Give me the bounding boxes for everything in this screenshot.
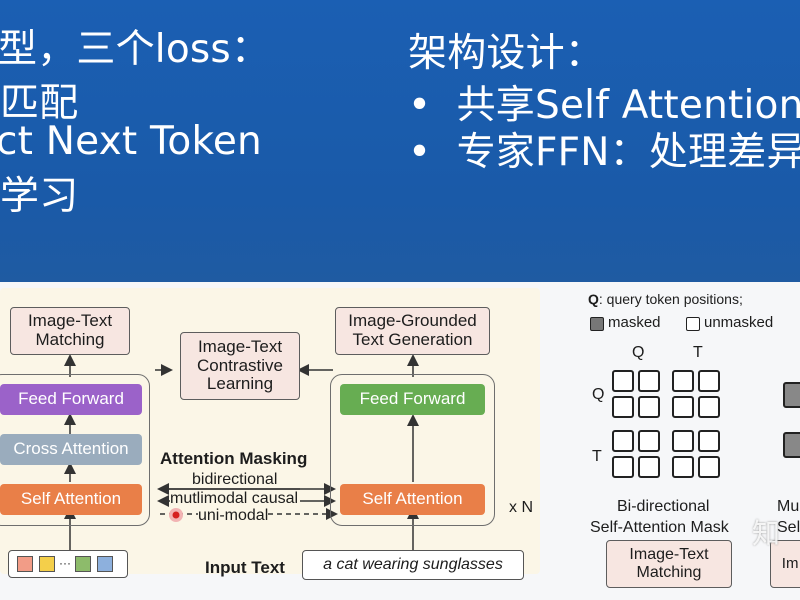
mask-cell	[638, 396, 660, 418]
mask-cell	[638, 430, 660, 452]
itc-label: Image-Text Contrastive Learning	[197, 336, 283, 394]
feed-forward-right: Feed Forward	[340, 384, 485, 415]
legend-title: Q: query token positions;	[588, 291, 743, 307]
self-attention-right-label: Self Attention	[362, 489, 463, 509]
masked-swatch-icon	[590, 317, 604, 331]
legend-masked: masked	[608, 314, 661, 331]
feed-forward-left: Feed Forward	[0, 384, 142, 415]
mask-cell	[698, 370, 720, 392]
image-grounded-decoder-frame	[330, 374, 495, 526]
itc-box: Image-Text Contrastive Learning	[180, 332, 300, 400]
token-1	[17, 556, 33, 572]
masking-causal: mutlimodal causal	[170, 490, 299, 508]
mask-cell	[612, 456, 634, 478]
itm-label: Image-Text Matching	[27, 311, 113, 349]
mask-cell	[612, 370, 634, 392]
right-heading: 架构设计：	[408, 31, 605, 76]
masking-unimodal: uni-modal	[198, 507, 269, 525]
partial-task-label: Im Te	[781, 554, 800, 572]
cross-attention-label: Cross Attention	[13, 439, 129, 459]
mask-cell	[698, 430, 720, 452]
diagram-area: Image-Text Matching Image-Text Contrasti…	[0, 282, 800, 600]
mask-cell	[612, 430, 634, 452]
mask-cell	[672, 430, 694, 452]
image-grounded-encoder-frame	[0, 374, 150, 526]
partial-task-box: Im Te	[770, 540, 800, 588]
watermark: 知	[752, 518, 781, 549]
mask-cell	[698, 456, 720, 478]
self-attention-left: Self Attention	[0, 484, 142, 515]
token-4	[97, 556, 113, 572]
lm-label: Image-Grounded Text Generation	[348, 311, 477, 349]
input-text-value: a cat wearing sunglasses	[323, 556, 503, 574]
grid-col-t: T	[693, 344, 703, 361]
partial-cell-1	[783, 382, 800, 408]
partial-caption-1: Mu	[777, 498, 800, 515]
left-line-4: 学习	[0, 174, 79, 219]
self-attention-right: Self Attention	[340, 484, 485, 515]
mask-caption-2: Self-Attention Mask	[590, 519, 729, 536]
feed-forward-left-label: Feed Forward	[18, 389, 124, 409]
mask-caption-1: Bi-directional	[617, 498, 710, 515]
bullet-icon: •	[408, 130, 432, 175]
itm-task-box: Image-Text Matching	[606, 540, 732, 588]
grid-row-t: T	[592, 448, 602, 465]
bullet-text-1: 共享Self Attention:	[456, 83, 800, 128]
mask-cell	[638, 370, 660, 392]
grid-row-q: Q	[592, 386, 605, 403]
bullet-text-2: 专家FFN：处理差异化	[456, 130, 800, 175]
partial-cell-2	[783, 432, 800, 458]
grid-col-q: Q	[632, 344, 645, 361]
unmasked-swatch-icon	[686, 317, 700, 331]
token-2	[39, 556, 55, 572]
mask-cell	[672, 396, 694, 418]
mask-cell	[698, 396, 720, 418]
legend-q: Q	[588, 291, 599, 307]
masking-bidirectional: bidirectional	[192, 471, 278, 488]
left-line-3: ct Next Token	[0, 119, 262, 164]
cross-attention: Cross Attention	[0, 434, 142, 465]
self-attention-left-label: Self Attention	[20, 489, 122, 509]
token-3	[75, 556, 91, 572]
legend-unmasked: unmasked	[704, 314, 774, 331]
image-token-strip: ···	[8, 550, 128, 578]
slide-header: 型，三个loss： 匹配 ct Next Token 学习 架构设计： • 共享…	[0, 0, 800, 282]
left-line-1: 型，三个loss：	[0, 27, 271, 72]
mask-cell	[672, 370, 694, 392]
attention-masking-title: Attention Masking	[160, 449, 308, 468]
right-bullet-1: • 共享Self Attention:	[408, 74, 800, 130]
repeat-label: x N	[509, 499, 533, 516]
feed-forward-right-label: Feed Forward	[359, 389, 466, 409]
legend-rest: : query token positions;	[598, 291, 743, 307]
itm-box: Image-Text Matching	[10, 307, 130, 355]
lm-box: Image-Grounded Text Generation	[335, 307, 490, 355]
partial-caption-2: Sel	[777, 519, 800, 536]
input-text-label: Input Text	[205, 558, 285, 577]
left-line-2: 匹配	[0, 81, 79, 126]
token-ellipsis: ···	[59, 556, 71, 571]
mask-cell	[612, 396, 634, 418]
itm-task-label: Image-Text Matching	[629, 546, 709, 581]
right-bullet-2: • 专家FFN：处理差异化	[408, 121, 800, 177]
mask-cell	[638, 456, 660, 478]
mask-cell	[672, 456, 694, 478]
input-text-box: a cat wearing sunglasses	[302, 550, 524, 580]
